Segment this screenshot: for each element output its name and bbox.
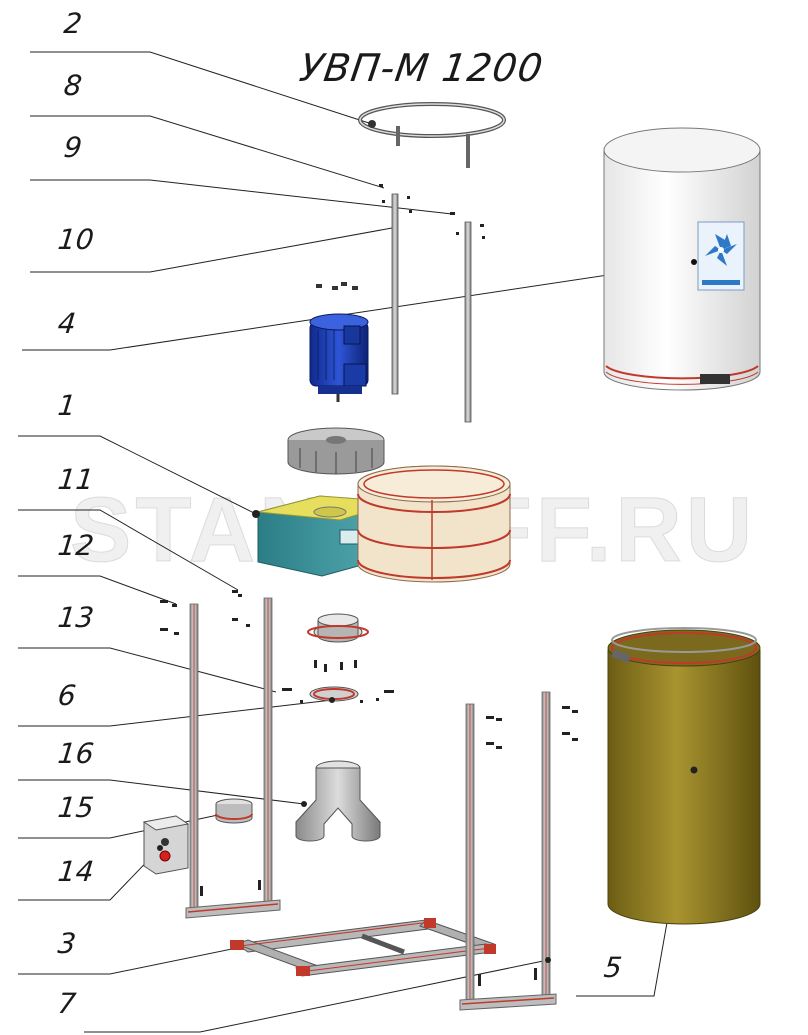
outer-casing bbox=[603, 127, 761, 391]
fan-housing bbox=[252, 465, 511, 583]
right-frame bbox=[459, 691, 578, 1011]
adapter-ring bbox=[215, 798, 253, 824]
control-box bbox=[142, 815, 190, 875]
vertical-rods bbox=[379, 184, 485, 423]
flange-assembly bbox=[282, 613, 394, 703]
leader-lines bbox=[18, 51, 695, 1033]
top-ring-part bbox=[358, 102, 506, 168]
y-branch-pipe bbox=[295, 760, 381, 842]
electric-motor bbox=[309, 313, 369, 402]
filter-bag bbox=[607, 627, 761, 925]
motor-bolts bbox=[316, 282, 358, 290]
impeller bbox=[287, 427, 385, 475]
base-frame bbox=[230, 918, 496, 977]
left-frame bbox=[160, 590, 281, 919]
